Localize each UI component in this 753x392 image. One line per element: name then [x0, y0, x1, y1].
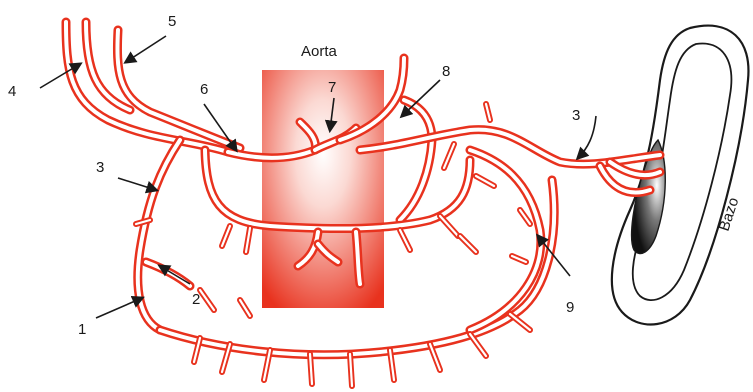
label-5: 5 [168, 13, 176, 30]
arrow-3-right [578, 116, 596, 158]
label-7: 7 [328, 79, 336, 96]
arrow-5 [126, 36, 166, 62]
label-9: 9 [566, 299, 574, 316]
label-2: 2 [192, 291, 200, 308]
label-8: 8 [442, 63, 450, 80]
label-4: 4 [8, 83, 16, 100]
arrow-3-left [118, 178, 156, 190]
label-6: 6 [200, 81, 208, 98]
label-1: 1 [78, 321, 86, 338]
label-3-right: 3 [572, 107, 580, 124]
aorta-block [262, 70, 384, 308]
arrow-1 [96, 298, 142, 318]
arrow-2 [160, 266, 190, 284]
label-3-left: 3 [96, 159, 104, 176]
aorta-label: Aorta [301, 43, 338, 60]
